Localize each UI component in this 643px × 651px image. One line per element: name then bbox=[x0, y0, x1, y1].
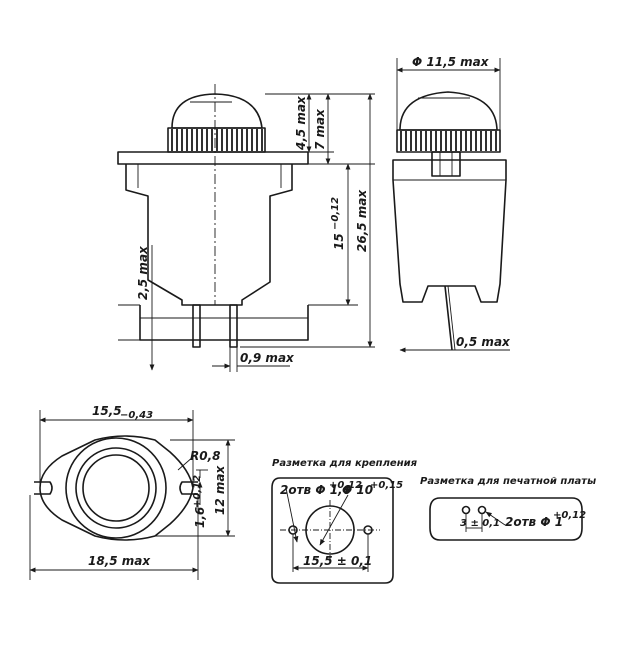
pcb-marking-caption: Разметка для печатной платы bbox=[420, 476, 596, 487]
dim-flange-width-tol: −0,43 bbox=[120, 410, 153, 421]
mount-center-hole-tol: +0,15 bbox=[370, 480, 403, 491]
knurl-pattern-side bbox=[400, 131, 497, 151]
front-dimensions: 4,5 max 7 max 15 −0,12 26,5 max 2,5 max … bbox=[118, 93, 375, 372]
side-view bbox=[392, 91, 507, 351]
dim-flange-height: 12 max bbox=[213, 465, 227, 515]
dim-body-height: 15 bbox=[332, 233, 346, 250]
dim-corner-radius: R0,8 bbox=[190, 449, 221, 463]
dim-hole-diameter: 1,6 bbox=[193, 507, 207, 528]
pcb-holes-label: 2отв Φ 1 bbox=[505, 515, 563, 529]
front-view bbox=[117, 84, 309, 348]
dim-diameter-max: Φ 11,5 max bbox=[412, 55, 490, 69]
dim-hole-diameter-tol: +0,12 bbox=[192, 475, 203, 508]
side-dimensions: Φ 11,5 max 0,5 max bbox=[396, 55, 511, 353]
dim-head-height: 7 max bbox=[313, 108, 327, 150]
dim-body-height-tol: −0,12 bbox=[330, 197, 341, 230]
knurl-pattern bbox=[171, 129, 263, 151]
mount-holes-tol: +0,12 bbox=[329, 480, 362, 491]
mount-spacing: 15,5 ± 0,1 bbox=[303, 554, 372, 568]
top-view bbox=[34, 435, 198, 541]
dim-pin-width: 0,9 max bbox=[240, 351, 295, 365]
dim-total-height: 26,5 max bbox=[355, 189, 369, 252]
mount-marking: Разметка для крепления 2отв Φ 1,6 +0,12 … bbox=[271, 458, 418, 584]
top-dimensions: 15,5 −0,43 18,5 max 12 max 1,6 +0,12 R0,… bbox=[29, 404, 235, 580]
mount-holes-label: 2отв Φ 1,6 bbox=[280, 483, 351, 497]
pcb-holes-tol: +0,12 bbox=[553, 510, 586, 521]
pcb-spacing: 3 ± 0,1 bbox=[460, 518, 500, 529]
dim-dome-height: 4,5 max bbox=[294, 95, 308, 151]
dim-pin-offset: 0,5 max bbox=[456, 335, 511, 349]
dim-flange-width: 15,5 bbox=[92, 404, 122, 418]
pcb-marking: Разметка для печатной платы 3 ± 0,1 2отв… bbox=[420, 476, 596, 541]
dim-pin-length: 2,5 max bbox=[136, 245, 150, 300]
mount-center-hole: Φ 10 bbox=[342, 483, 373, 497]
mount-marking-caption: Разметка для крепления bbox=[272, 458, 418, 469]
dim-flange-total: 18,5 max bbox=[88, 554, 151, 568]
